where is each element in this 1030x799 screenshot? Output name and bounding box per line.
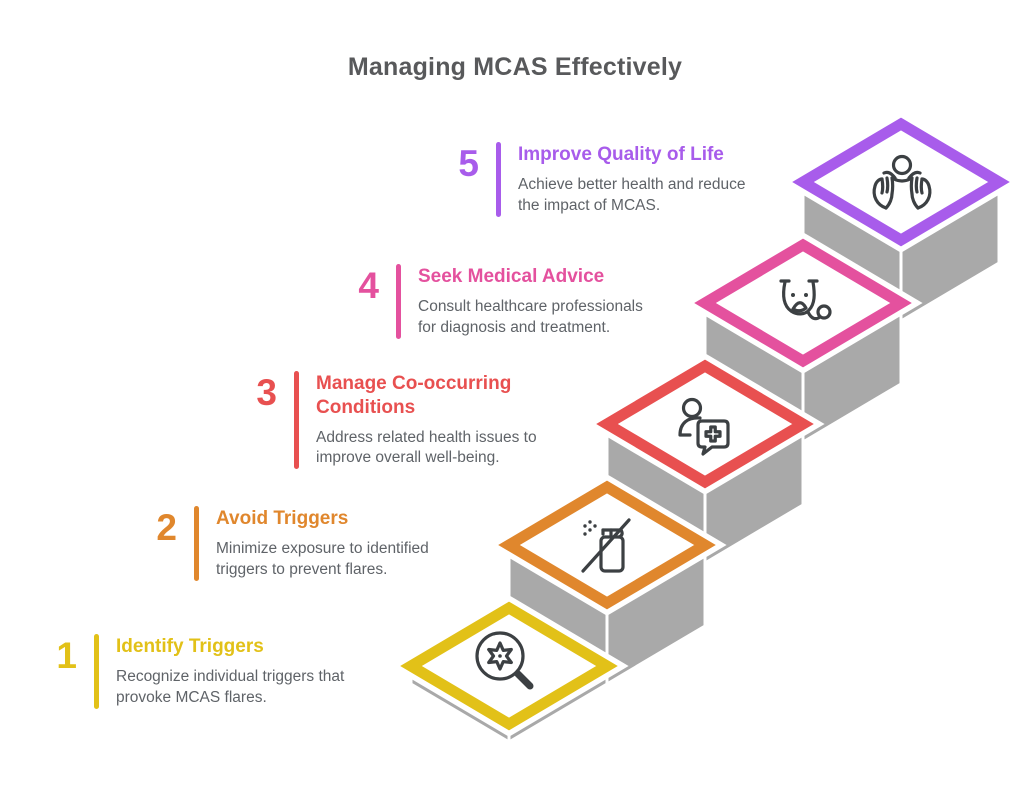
stair-step-3 [585, 353, 825, 565]
stethoscope-face-icon [779, 279, 832, 321]
page-title: Managing MCAS Effectively [347, 53, 683, 81]
step-accent-bar [496, 142, 501, 217]
step-description: Recognize individual triggers that provo… [116, 667, 345, 706]
step-number: 5 [458, 143, 479, 184]
person-medical-chat-icon [678, 397, 730, 456]
step-description: Achieve better health and reduce the imp… [518, 175, 746, 214]
caring-hands-icon [872, 154, 932, 210]
step-accent-bar [396, 264, 401, 339]
stair-step-4 [683, 232, 923, 444]
step-heading: Identify Triggers [116, 636, 264, 657]
step-accent-bar [294, 371, 299, 470]
step-5: 5 Improve Quality of Life Achieve better… [437, 142, 758, 217]
step-heading: Seek Medical Advice [418, 266, 605, 287]
step-number: 1 [56, 635, 77, 676]
step-top-face [596, 359, 814, 489]
step-1: 1 Identify Triggers Recognize individual… [35, 634, 356, 709]
step-heading: Improve Quality of Life [518, 144, 724, 165]
step-description: Minimize exposure to identified triggers… [216, 539, 429, 578]
step-description: Address related health issues to improve… [316, 428, 537, 467]
stair-step-5 [781, 111, 1021, 323]
stair-step-1 [389, 595, 629, 744]
stair-step-2 [487, 474, 727, 686]
step-accent-bar [94, 634, 99, 709]
step-accent-bar [194, 506, 199, 581]
step-2: 2 Avoid Triggers Minimize exposure to id… [135, 506, 456, 581]
step-number: 3 [256, 372, 277, 413]
step-heading: Manage Co-occurring Conditions [316, 373, 512, 418]
no-spray-icon [581, 518, 631, 573]
magnifier-allergen-icon [475, 631, 534, 690]
step-number: 2 [156, 507, 177, 548]
step-4: 4 Seek Medical Advice Consult healthcare… [337, 264, 658, 339]
step-top-face [400, 601, 618, 731]
step-heading: Avoid Triggers [216, 508, 349, 529]
step-description: Consult healthcare professionals for dia… [418, 297, 643, 336]
step-number: 4 [358, 265, 379, 306]
step-3: 3 Manage Co-occurring Conditions Address… [235, 371, 556, 470]
